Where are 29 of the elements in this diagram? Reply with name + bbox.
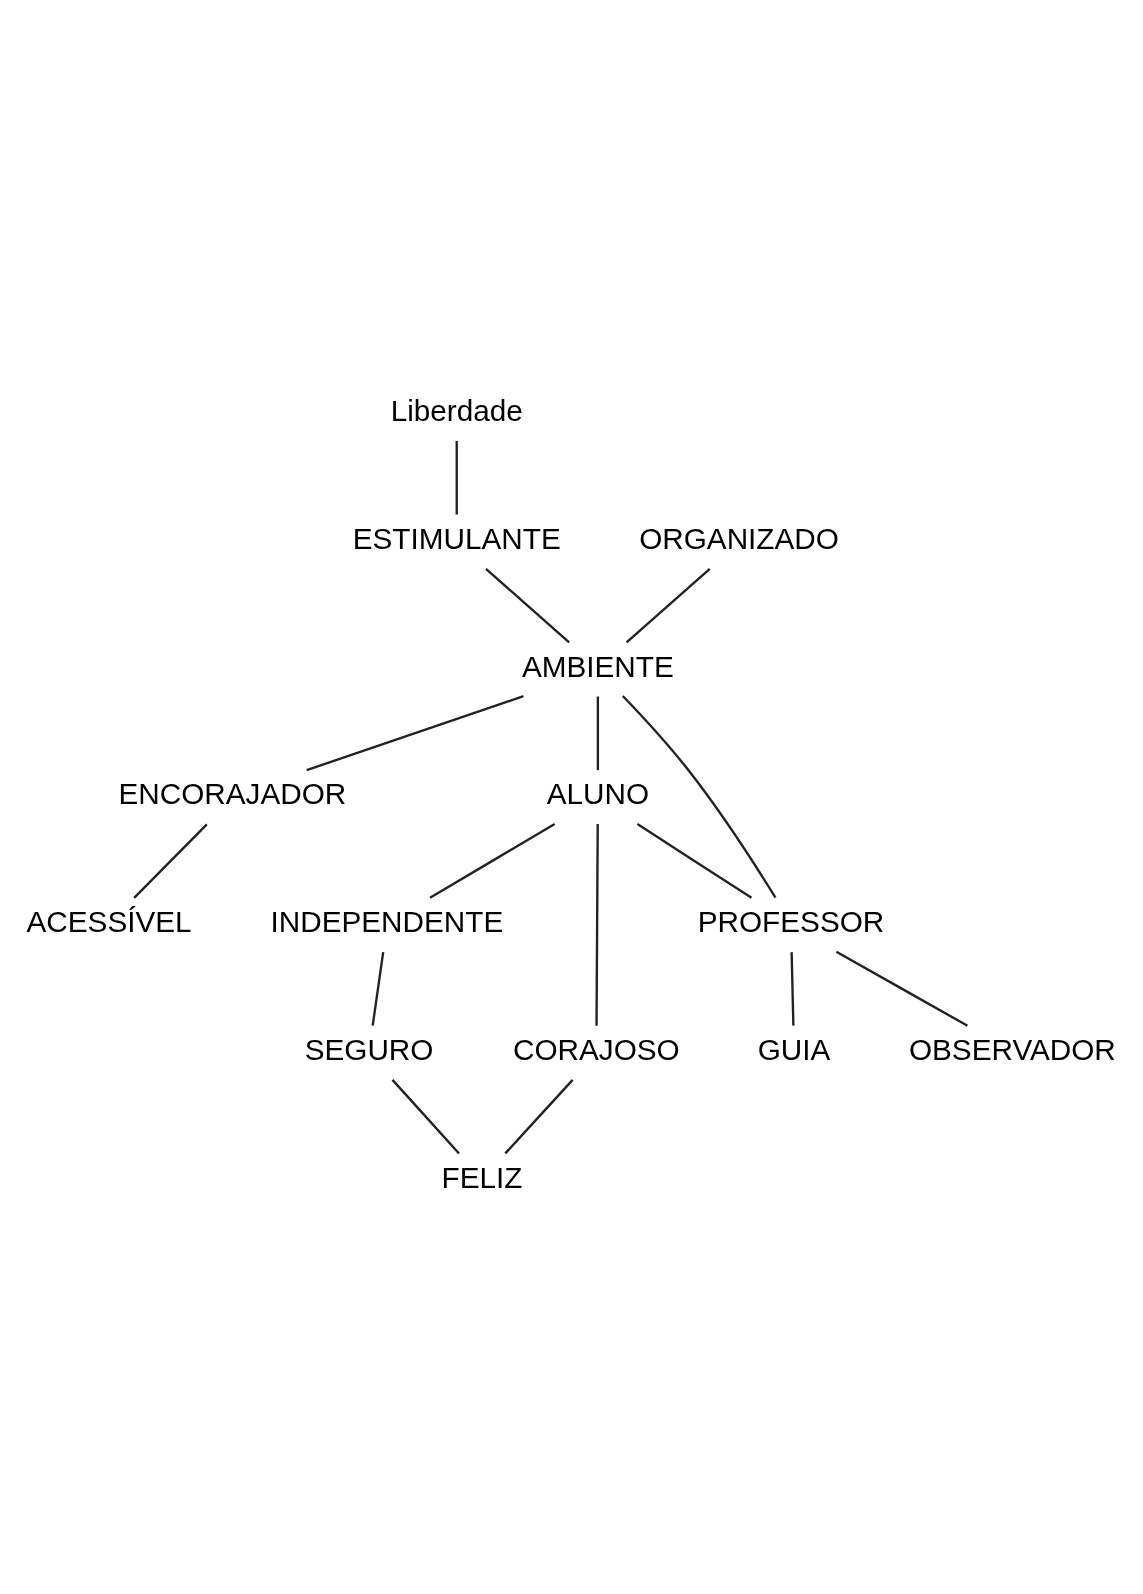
node-text: Liberdade (390, 394, 523, 428)
node-text: SEGURO (304, 1032, 434, 1066)
node-text: CORAJOSO (513, 1032, 680, 1066)
connector (636, 823, 753, 899)
node-text: ACESSÍVEL (26, 905, 192, 939)
connector (391, 1079, 460, 1155)
connector (596, 696, 600, 771)
connector (485, 567, 570, 644)
connector (133, 823, 208, 899)
node-text: OBSERVADOR (908, 1032, 1116, 1066)
node-text: AMBIENTE (521, 649, 674, 683)
node-text: ORGANIZADO (639, 521, 839, 555)
node-text: GUIA (757, 1032, 831, 1066)
connector (790, 952, 795, 1026)
connector (835, 950, 969, 1027)
node-text: FELIZ (441, 1160, 523, 1194)
connector (504, 1079, 574, 1155)
node-text: ESTIMULANTE (352, 521, 561, 555)
node-text: ALUNO (546, 777, 650, 811)
connector (621, 695, 777, 899)
connector (455, 441, 458, 515)
connector (595, 824, 599, 1026)
connector (306, 695, 524, 772)
node-text: PROFESSOR (697, 905, 885, 939)
connector (371, 951, 385, 1026)
connector (625, 567, 711, 644)
connector (429, 823, 556, 899)
node-text: INDEPENDENTE (270, 905, 504, 939)
node-text: ENCORAJADOR (118, 777, 347, 811)
